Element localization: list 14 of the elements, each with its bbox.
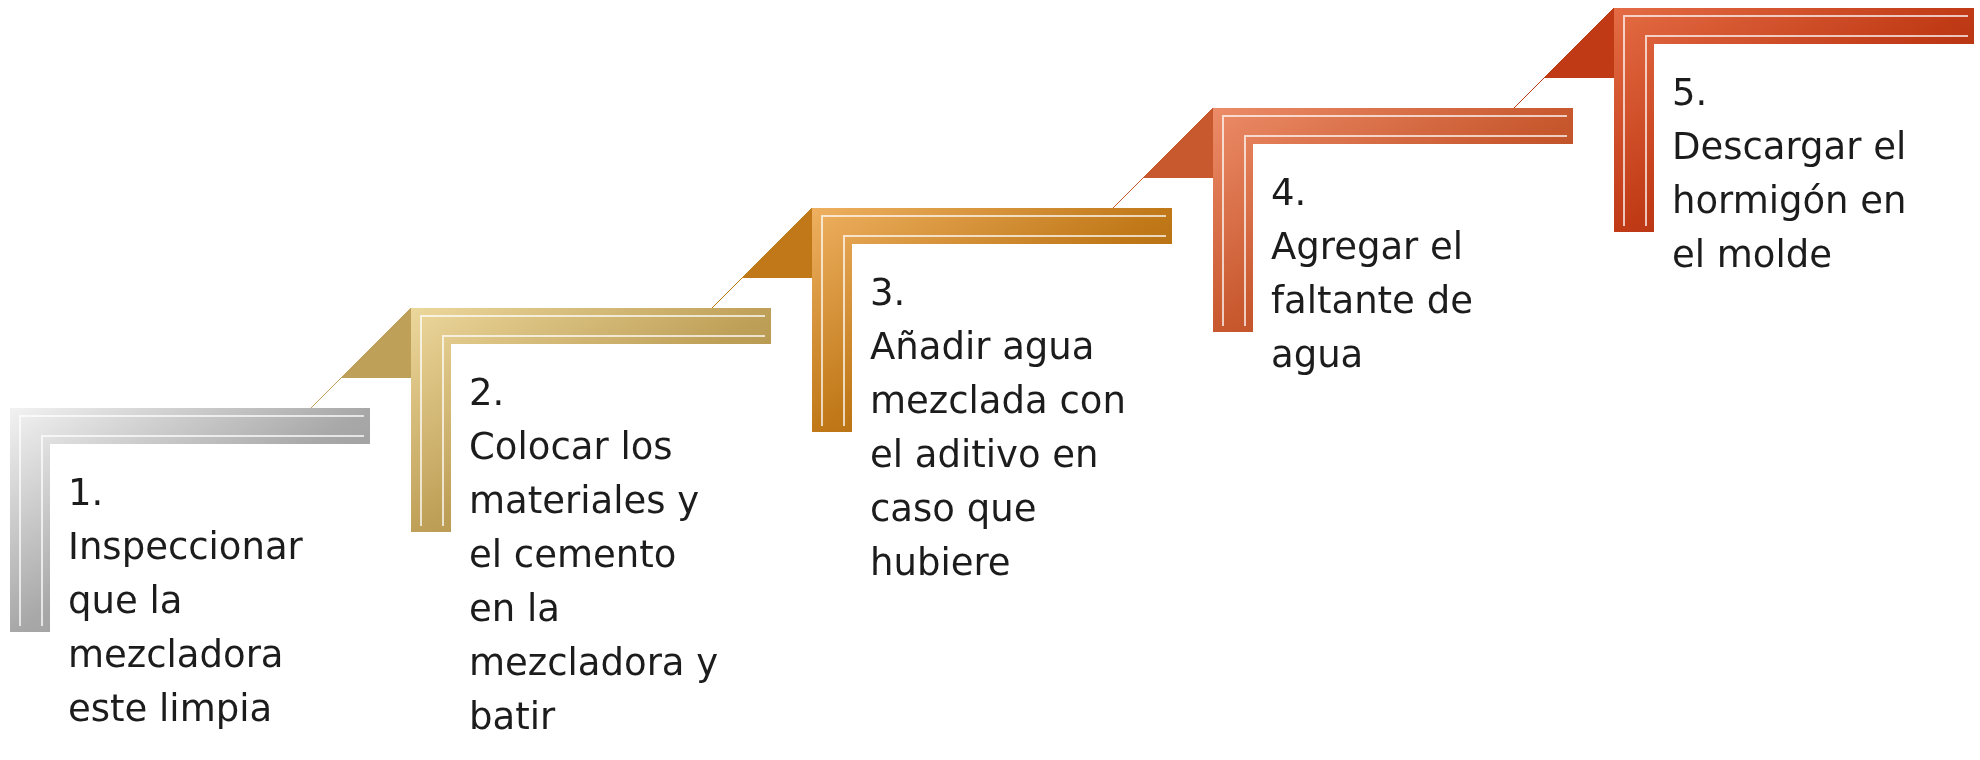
step-number: 4. <box>1271 170 1308 216</box>
step-number: 3. <box>870 270 907 316</box>
step-number: 5. <box>1672 70 1709 116</box>
step-arrow <box>711 207 813 309</box>
step-text: Inspeccionar que la mezcladora este limpia <box>68 524 304 732</box>
step-number: 1. <box>68 470 105 516</box>
step-text: Descargar el hormigón en el molde <box>1672 124 1908 278</box>
step-text: Agregar el faltante de agua <box>1271 224 1474 378</box>
step-arrow <box>310 307 412 409</box>
step-number: 2. <box>469 370 506 416</box>
step-arrow <box>1513 7 1615 109</box>
step-arrow <box>1112 107 1214 209</box>
step-text: Colocar los materiales y el cemento en la mezcladora y batir <box>469 424 720 740</box>
step-text: Añadir agua mezclada con el aditivo en caso que hubiere <box>870 324 1127 586</box>
